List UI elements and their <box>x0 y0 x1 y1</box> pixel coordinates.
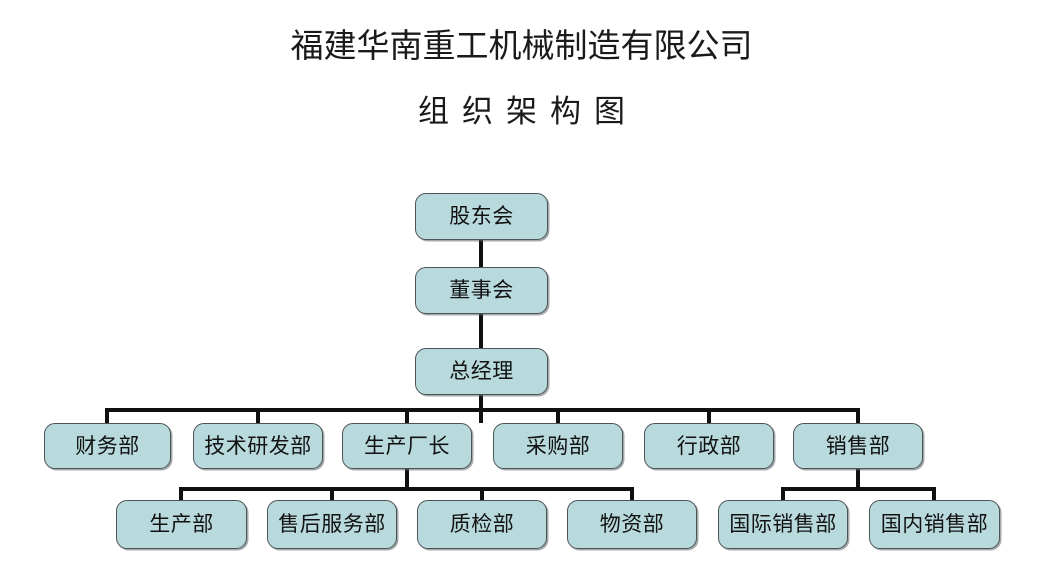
node-rnd[interactable]: 技术研发部 <box>193 423 323 469</box>
connector-drop-sales <box>856 408 860 425</box>
connector-drop-materials <box>630 487 634 502</box>
node-label: 董事会 <box>449 278 514 302</box>
connector-board-general-manager <box>479 314 483 349</box>
node-label: 国际销售部 <box>729 512 837 536</box>
connector-drop-rnd <box>256 408 260 425</box>
node-production[interactable]: 生产部 <box>116 500 247 549</box>
node-administration[interactable]: 行政部 <box>644 423 774 469</box>
node-label: 物资部 <box>599 512 665 536</box>
node-label: 财务部 <box>75 433 140 458</box>
connector-drop-administration <box>707 408 711 425</box>
page-subtitle: 组织架构图 <box>418 94 638 130</box>
node-board[interactable]: 董事会 <box>415 267 548 314</box>
connector-level5-production-bus <box>179 487 634 491</box>
node-label: 国内销售部 <box>880 512 989 536</box>
node-label: 质检部 <box>449 512 515 536</box>
node-label: 销售部 <box>825 433 891 458</box>
connector-drop-domestic-sales <box>932 487 936 502</box>
node-label: 技术研发部 <box>204 433 312 458</box>
node-label: 采购部 <box>525 433 591 458</box>
connector-sales-stem <box>856 469 860 490</box>
node-label: 行政部 <box>676 433 742 458</box>
connector-drop-after-sales <box>330 487 334 502</box>
node-materials[interactable]: 物资部 <box>567 500 697 549</box>
node-quality[interactable]: 质检部 <box>417 500 547 549</box>
connector-level5-sales-bus <box>781 487 932 491</box>
node-after-sales[interactable]: 售后服务部 <box>267 500 397 549</box>
node-label: 股东会 <box>449 204 514 228</box>
page-title: 福建华南重工机械制造有限公司 <box>290 26 753 65</box>
node-label: 总经理 <box>449 359 514 383</box>
connector-drop-finance <box>105 408 109 425</box>
node-label: 生产厂长 <box>364 433 450 458</box>
connector-shareholders-board <box>479 240 483 268</box>
node-production-director[interactable]: 生产厂长 <box>342 423 472 469</box>
node-shareholders[interactable]: 股东会 <box>415 193 548 240</box>
connector-level4-bus <box>105 408 860 412</box>
node-label: 生产部 <box>149 512 214 536</box>
node-general-manager[interactable]: 总经理 <box>415 348 548 395</box>
connector-drop-production <box>179 487 183 502</box>
node-domestic-sales[interactable]: 国内销售部 <box>869 500 1000 549</box>
connector-production-director-stem <box>405 469 409 490</box>
connector-drop-quality <box>480 487 484 502</box>
connector-drop-intl-sales <box>781 487 785 502</box>
node-purchasing[interactable]: 采购部 <box>493 423 623 469</box>
connector-drop-purchasing <box>556 408 560 425</box>
node-intl-sales[interactable]: 国际销售部 <box>718 500 848 549</box>
connector-drop-production-director <box>405 408 409 425</box>
node-finance[interactable]: 财务部 <box>44 423 171 469</box>
node-label: 售后服务部 <box>278 512 386 536</box>
node-sales[interactable]: 销售部 <box>793 423 923 469</box>
